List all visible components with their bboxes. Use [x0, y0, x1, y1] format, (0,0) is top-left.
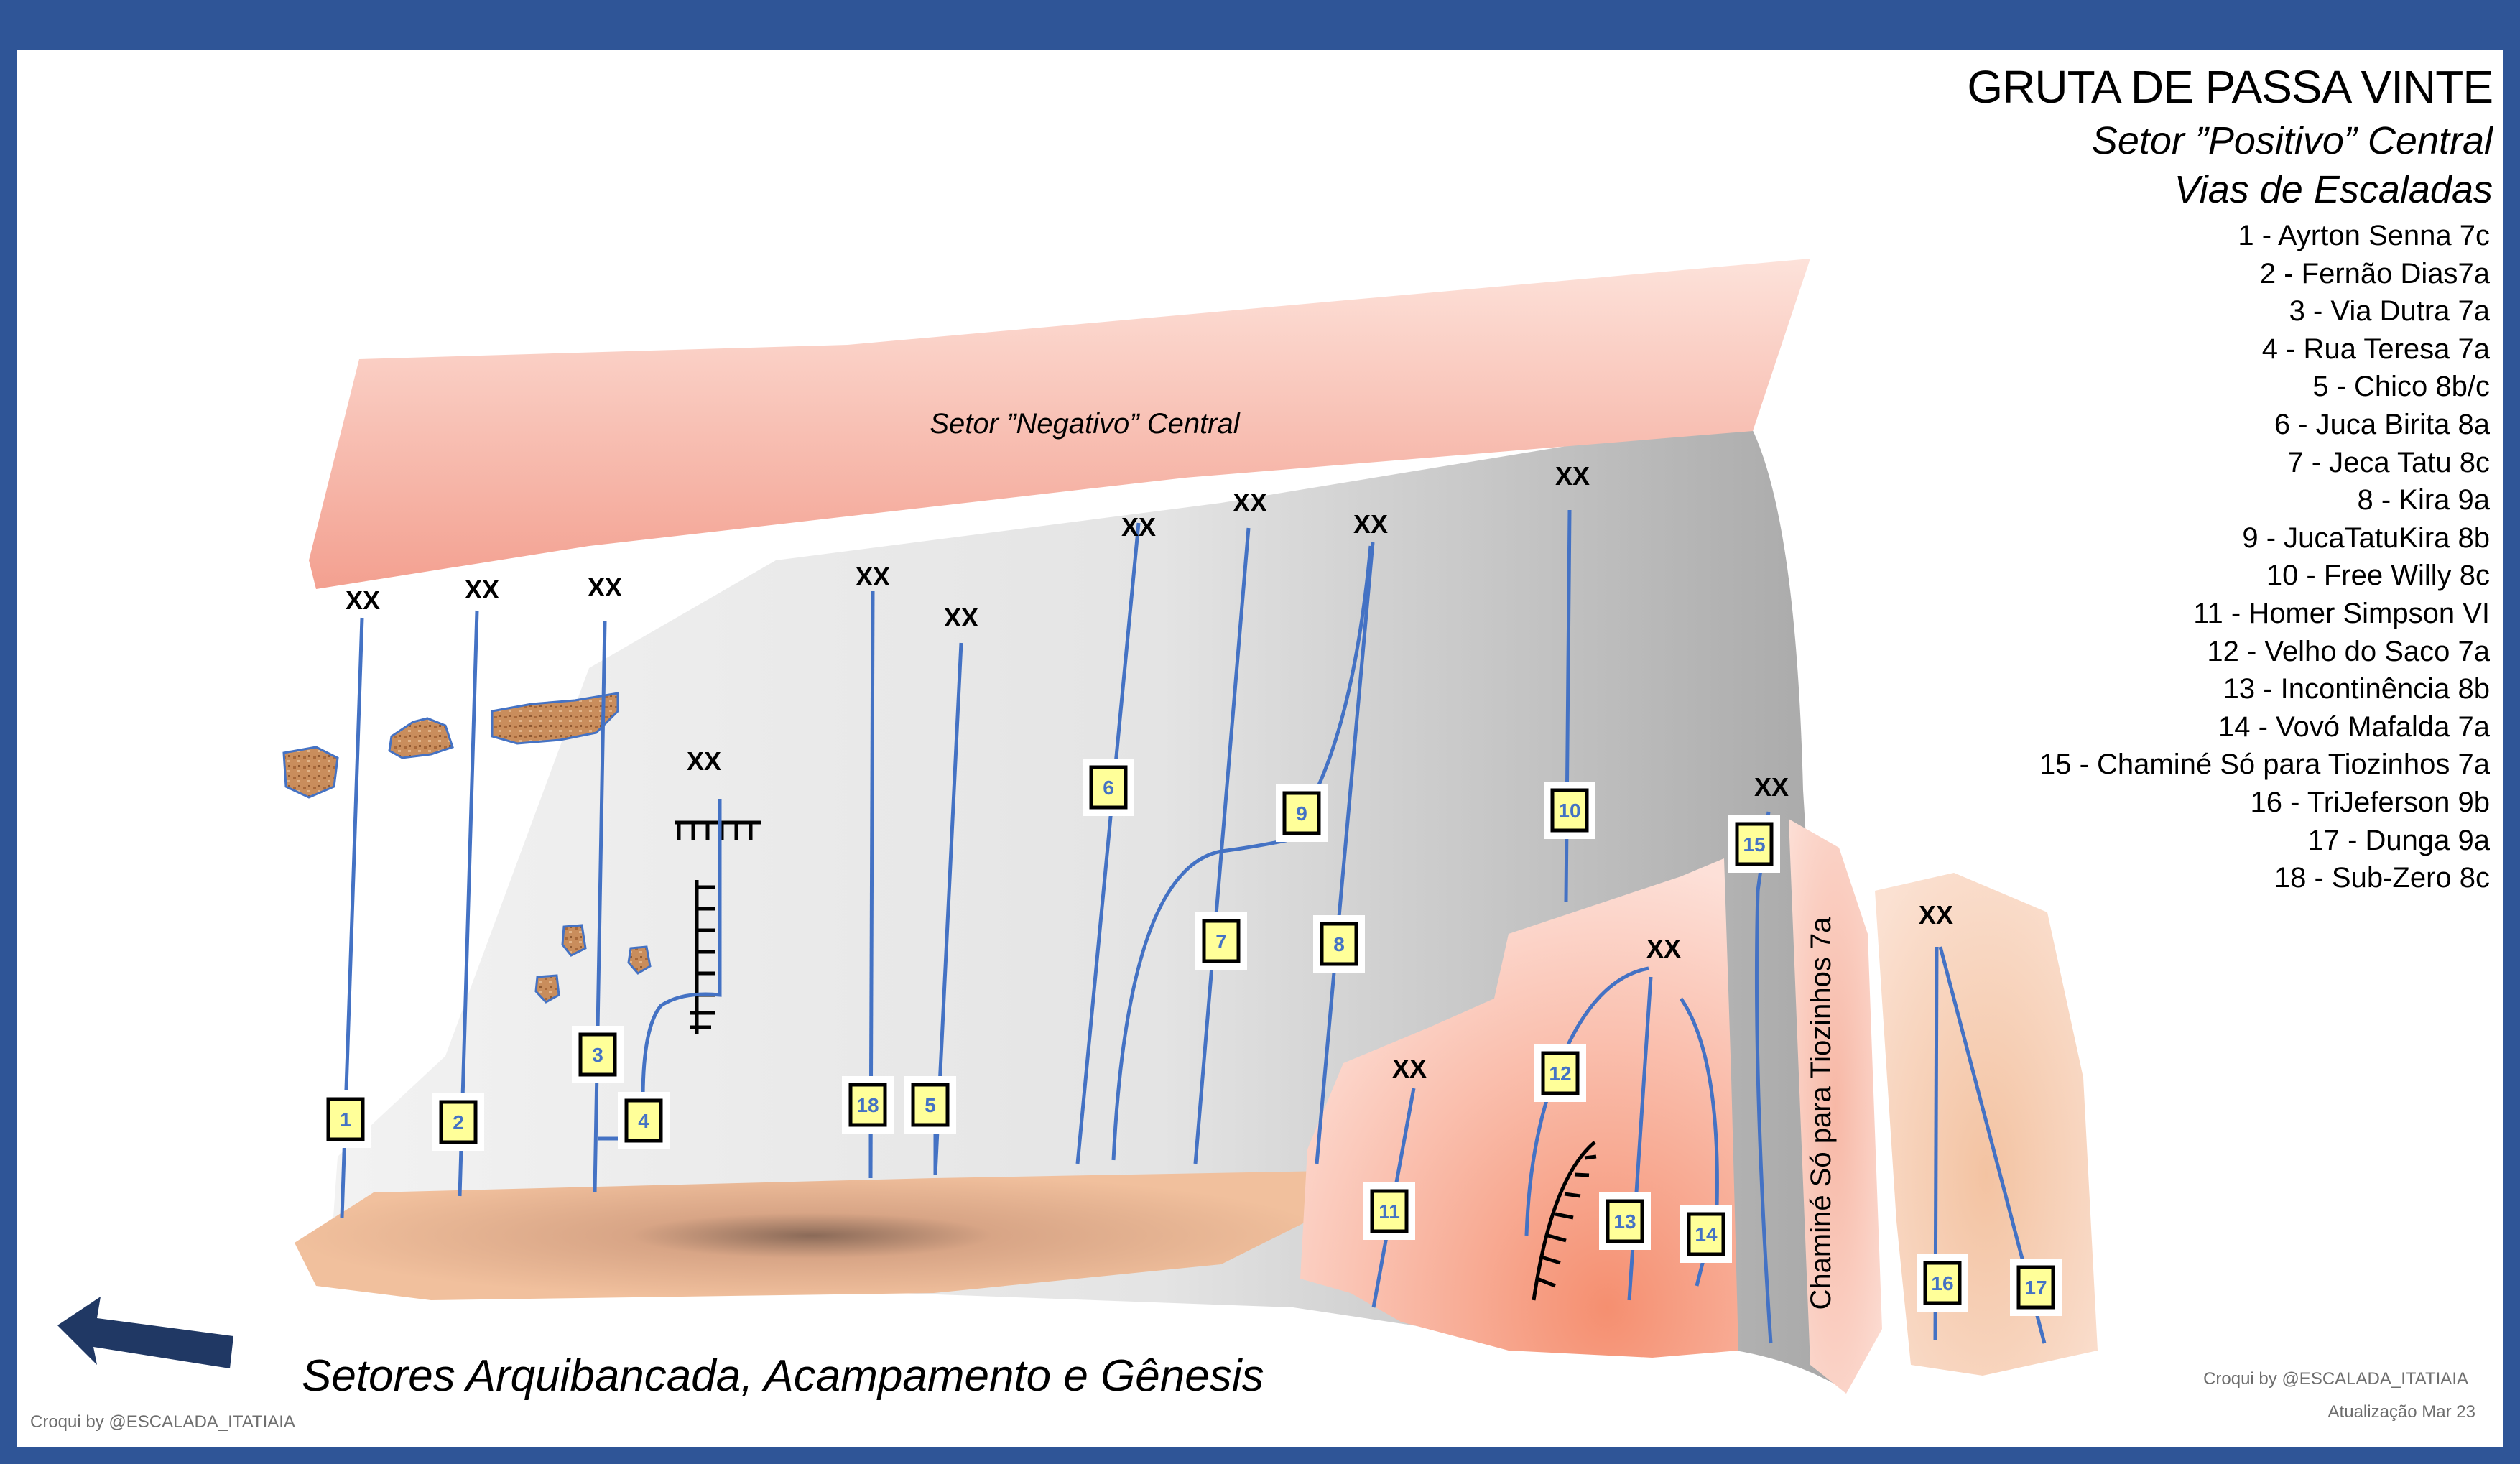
route-item: 3 - Via Dutra 7a: [2289, 295, 2490, 328]
route-number: 10: [1558, 800, 1580, 822]
arete-feature: [1532, 1141, 1597, 1301]
anchor-markers: XX XX XX XX XX XX XX XX XX XX XX XX XX XX: [346, 461, 1953, 1083]
update-date: Atualização Mar 23: [2327, 1402, 2475, 1422]
route-number-box: 16: [1917, 1254, 1968, 1312]
route-item: 9 - JucaTatuKira 8b: [2242, 522, 2490, 554]
route-item: 13 - Incontinência 8b: [2223, 673, 2490, 705]
route-number-box: 13: [1599, 1192, 1651, 1250]
anchor-marker: XX: [588, 573, 622, 602]
negative-sector-label: Setor ”Negativo” Central: [930, 408, 1240, 440]
route-item: 4 - Rua Teresa 7a: [2261, 333, 2490, 365]
route-number-box: 5: [904, 1076, 956, 1134]
route-item: 7 - Jeca Tatu 8c: [2287, 446, 2490, 478]
route-item: 17 - Dunga 9a: [2307, 824, 2490, 856]
chimney-block: [1789, 819, 1882, 1394]
route-number: 5: [925, 1094, 936, 1116]
route-number-box: 10: [1544, 782, 1595, 839]
route-number-box: 15: [1728, 815, 1780, 873]
route-number: 17: [2024, 1277, 2047, 1299]
sector-title: Setor ”Positivo” Central: [2091, 119, 2493, 162]
route-number-box: 11: [1363, 1182, 1415, 1240]
route-number-box: 17: [2010, 1259, 2062, 1316]
route-number: 11: [1379, 1200, 1400, 1223]
route-number: 14: [1695, 1223, 1718, 1246]
route-number-box: 18: [842, 1076, 894, 1134]
title-block: GRUTA DE PASSA VINTE Setor ”Positivo” Ce…: [1967, 57, 2493, 214]
route-number-box: 1: [320, 1090, 371, 1148]
anchor-marker: XX: [687, 746, 721, 776]
credit-left: Croqui by @ESCALADA_ITATIAIA: [30, 1412, 295, 1432]
route-item: 2 - Fernão Dias7a: [2259, 257, 2490, 289]
route-item: 1 - Ayrton Senna 7c: [2238, 220, 2490, 251]
route-number: 4: [638, 1110, 649, 1132]
route-item: 15 - Chaminé Só para Tiozinhos 7a: [2039, 749, 2490, 781]
route-item: 16 - TriJeferson 9b: [2250, 786, 2491, 818]
route-number: 6: [1103, 777, 1114, 799]
anchor-marker: XX: [1233, 488, 1267, 517]
route-item: 18 - Sub-Zero 8c: [2274, 862, 2490, 894]
chimney-label: Chaminé Só para Tiozinhos 7a: [1805, 917, 1837, 1310]
anchor-marker: XX: [1555, 461, 1590, 491]
route-number: 18: [856, 1094, 879, 1116]
anchor-marker: XX: [465, 575, 499, 604]
anchor-marker: XX: [1392, 1054, 1427, 1083]
route-number: 7: [1215, 930, 1227, 953]
anchor-marker: XX: [944, 603, 978, 632]
anchor-marker: XX: [1121, 512, 1156, 542]
route-number-box: 9: [1276, 784, 1328, 842]
route-number: 9: [1296, 802, 1307, 825]
route-item: 11 - Homer Simpson VI: [2193, 597, 2490, 629]
route-number: 8: [1333, 933, 1345, 955]
cave-title: GRUTA DE PASSA VINTE: [1967, 61, 2493, 113]
route-number: 13: [1613, 1210, 1636, 1233]
direction-label: Setores Arquibancada, Acampamento e Gêne…: [302, 1351, 1264, 1401]
route-number-box: 3: [572, 1026, 624, 1083]
route-number-box: 14: [1680, 1205, 1732, 1263]
credit-right: Croqui by @ESCALADA_ITATIAIA: [2203, 1369, 2468, 1389]
route-number: 1: [340, 1108, 351, 1131]
route-number: 12: [1549, 1062, 1571, 1085]
route-number: 2: [453, 1111, 464, 1134]
route-number-box: 2: [432, 1093, 484, 1151]
route-number-box: 4: [618, 1092, 670, 1149]
anchor-marker: XX: [1754, 772, 1789, 802]
route-item: 8 - Kira 9a: [2357, 484, 2490, 516]
route-item: 10 - Free Willy 8c: [2266, 560, 2490, 592]
route-item: 14 - Vovó Mafalda 7a: [2218, 710, 2490, 743]
arrow-left-icon: [57, 1297, 233, 1368]
anchor-marker: XX: [856, 562, 890, 591]
route-item: 12 - Velho do Saco 7a: [2207, 635, 2490, 667]
route-number: 3: [592, 1044, 603, 1066]
anchor-marker: XX: [1646, 934, 1681, 963]
ground: [295, 1171, 1329, 1300]
anchor-marker: XX: [1919, 900, 1953, 930]
roof: [309, 259, 1810, 589]
holds: [282, 692, 652, 1004]
route-number-box: 7: [1195, 912, 1247, 970]
routes-subtitle: Vias de Escaladas: [2174, 168, 2493, 211]
route-list: 1 - Ayrton Senna 7c 2 - Fernão Dias7a 3 …: [2039, 217, 2490, 897]
route-number: 16: [1931, 1272, 1953, 1294]
anchor-marker: XX: [346, 585, 380, 615]
route-item: 6 - Juca Birita 8a: [2274, 408, 2490, 440]
anchor-marker: XX: [1353, 509, 1388, 539]
route-number-box: 12: [1534, 1044, 1586, 1102]
route-number-box: 8: [1313, 915, 1365, 973]
route-number-box: 6: [1083, 759, 1134, 816]
route-item: 5 - Chico 8b/c: [2312, 371, 2490, 403]
route-number: 15: [1743, 833, 1765, 856]
